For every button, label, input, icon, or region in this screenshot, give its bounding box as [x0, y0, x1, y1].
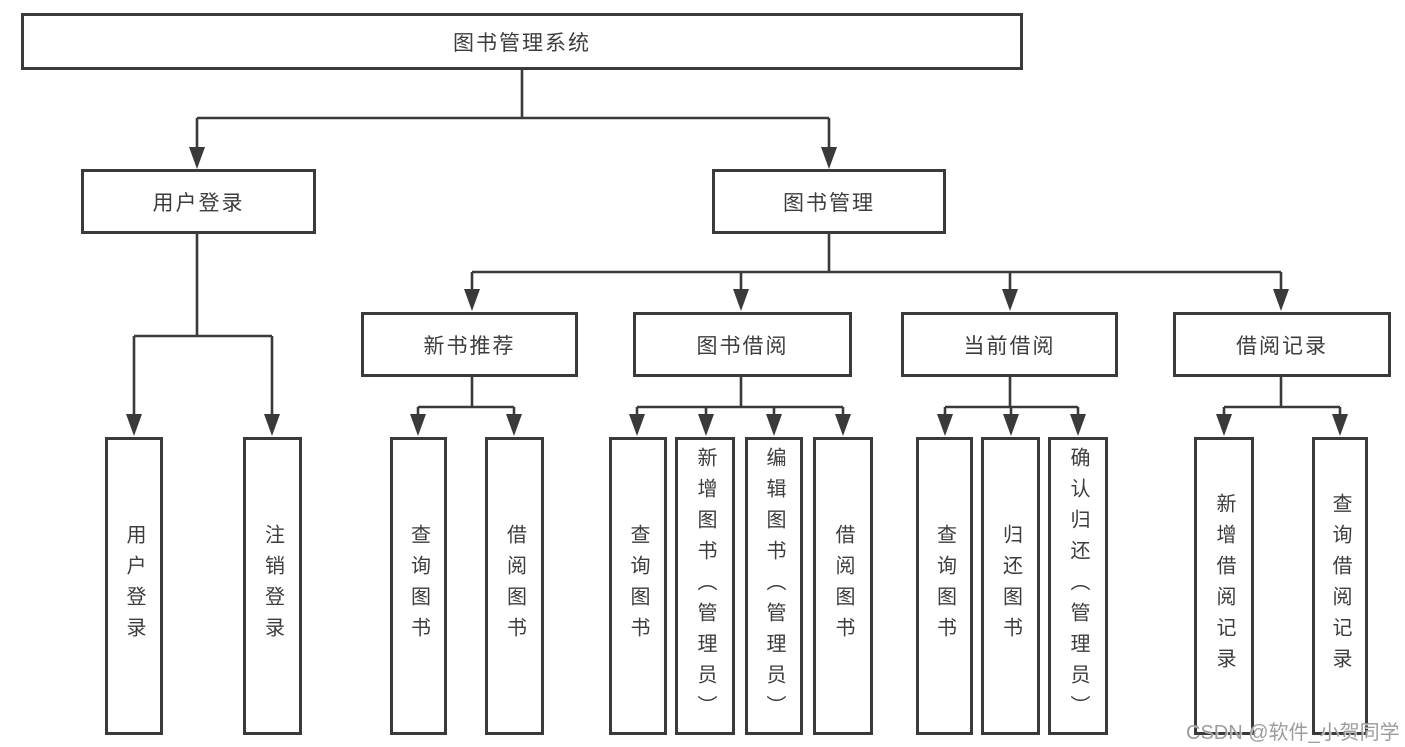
connector-system-to-level2	[195, 69, 831, 160]
arrowhead-icon	[1003, 414, 1019, 436]
node-borrowing-records-label: 借阅记录	[1236, 334, 1328, 358]
node-cb-confirm-return-label: 确认归还（管理员）	[1067, 446, 1089, 726]
node-bb-edit-books: 编辑图书（管理员）	[745, 437, 803, 735]
node-cb-confirm-return: 确认归还（管理员）	[1048, 437, 1108, 735]
arrowhead-icon	[1273, 289, 1289, 311]
arrowhead-icon	[1332, 414, 1348, 436]
node-system-label: 图书管理系统	[453, 31, 591, 55]
node-nb-borrow-books-label: 借阅图书	[503, 524, 526, 648]
connector-bookborrow-to-children	[635, 377, 845, 428]
node-nb-query-books-label: 查询图书	[407, 524, 430, 648]
arrowhead-icon	[410, 414, 426, 436]
arrowhead-icon	[629, 414, 645, 436]
arrowhead-icon	[1002, 289, 1018, 311]
node-cb-query-books: 查询图书	[916, 437, 973, 735]
arrowhead-icon	[766, 414, 782, 436]
watermark: CSDN @软件_小贺同学	[1186, 722, 1400, 744]
node-cb-return-books-label: 归还图书	[999, 524, 1022, 648]
connector-newbookrec-to-children	[416, 377, 516, 428]
arrowhead-icon	[1216, 414, 1232, 436]
node-br-add-record-label: 新增借阅记录	[1213, 493, 1235, 679]
connector-userlogin-to-children	[132, 233, 274, 428]
arrowheads	[126, 147, 1348, 436]
node-borrowing-records: 借阅记录	[1173, 312, 1391, 377]
arrowhead-icon	[506, 414, 522, 436]
arrowhead-icon	[821, 147, 837, 169]
arrowhead-icon	[464, 289, 480, 311]
node-bb-edit-books-label: 编辑图书（管理员）	[763, 446, 785, 726]
arrowhead-icon	[189, 147, 205, 169]
node-user-login-label: 用户登录	[152, 191, 245, 215]
node-login-feature: 用户登录	[105, 437, 163, 735]
arrowhead-icon	[937, 414, 953, 436]
arrowhead-icon	[733, 289, 749, 311]
node-new-book-recommend-label: 新书推荐	[423, 334, 516, 358]
node-bb-borrow-books-label: 借阅图书	[832, 524, 854, 648]
node-login-feature-label: 用户登录	[123, 524, 145, 648]
node-book-borrowing-label: 图书借阅	[696, 334, 789, 358]
node-br-query-record: 查询借阅记录	[1312, 437, 1368, 735]
node-nb-query-books: 查询图书	[390, 437, 447, 735]
arrowhead-icon	[1070, 414, 1086, 436]
node-bb-query-books-label: 查询图书	[627, 524, 649, 648]
connector-borrowrecords-to-children	[1222, 377, 1342, 428]
arrowhead-icon	[698, 414, 714, 436]
node-bb-add-books: 新增图书（管理员）	[675, 437, 735, 735]
node-current-borrowing: 当前借阅	[901, 312, 1118, 377]
node-book-management-label: 图书管理	[783, 191, 875, 215]
node-br-add-record: 新增借阅记录	[1194, 437, 1254, 735]
node-user-login: 用户登录	[81, 169, 316, 234]
node-bb-add-books-label: 新增图书（管理员）	[694, 446, 716, 726]
node-bb-query-books: 查询图书	[609, 437, 667, 735]
node-book-borrowing: 图书借阅	[633, 312, 852, 377]
node-book-management: 图书管理	[712, 169, 946, 234]
node-cb-query-books-label: 查询图书	[933, 524, 956, 648]
arrowhead-icon	[126, 414, 142, 436]
node-nb-borrow-books: 借阅图书	[485, 437, 544, 735]
arrowhead-icon	[835, 414, 851, 436]
node-logout-feature: 注销登录	[243, 437, 302, 735]
node-logout-feature-label: 注销登录	[261, 524, 284, 648]
node-system: 图书管理系统	[21, 13, 1023, 70]
node-new-book-recommend: 新书推荐	[361, 312, 578, 377]
connector-bookmgmt-to-level3	[470, 233, 1283, 302]
arrowhead-icon	[264, 414, 280, 436]
node-bb-borrow-books: 借阅图书	[813, 437, 873, 735]
node-current-borrowing-label: 当前借阅	[963, 334, 1056, 358]
node-cb-return-books: 归还图书	[981, 437, 1040, 735]
node-br-query-record-label: 查询借阅记录	[1329, 493, 1351, 679]
